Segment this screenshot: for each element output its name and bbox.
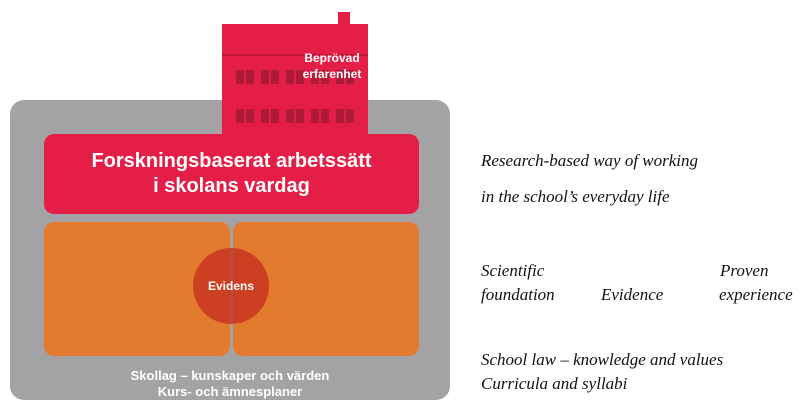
window <box>336 109 354 123</box>
window <box>311 70 329 84</box>
window <box>286 70 304 84</box>
translation-scientific: Scientific <box>481 261 545 280</box>
translation-line2: in the school’s everyday life <box>481 187 670 206</box>
roof-line <box>222 54 368 56</box>
window <box>261 109 279 123</box>
translation-proven: Proven <box>720 261 769 280</box>
window <box>336 70 354 84</box>
translation-evidence: Evidence <box>601 285 664 304</box>
translation-experience: experience <box>719 285 793 304</box>
curricula-label: Kurs- och ämnesplaner <box>157 384 303 399</box>
window <box>286 109 304 123</box>
translation-foundation: foundation <box>481 285 555 304</box>
research-banner: Forskningsbaserat arbetssätt i skolans v… <box>44 134 419 214</box>
translation-law: School law – knowledge and values <box>481 350 724 369</box>
evidence-circle <box>193 248 269 324</box>
school-diagram: Forskningsbaserat arbetssätt i skolans v… <box>10 12 450 400</box>
banner-title: Forskningsbaserat arbetssätt i skolans v… <box>91 150 372 197</box>
chimney <box>338 12 350 26</box>
window <box>236 70 254 84</box>
window <box>261 70 279 84</box>
window <box>311 109 329 123</box>
window <box>236 109 254 123</box>
left-panel-label: Vetenskaplig grund <box>91 51 165 81</box>
school-law-label: Skollag – kunskaper och värden <box>130 368 330 383</box>
base-label: Skollag – kunskaper och värden Kurs- och… <box>10 368 450 400</box>
right-panel-label: Beprövad erfarenhet <box>302 51 362 81</box>
evidence-label: Evidens <box>207 279 255 293</box>
translation-line1: Research-based way of working <box>481 151 699 170</box>
translation-curricula: Curricula and syllabi <box>481 374 628 393</box>
